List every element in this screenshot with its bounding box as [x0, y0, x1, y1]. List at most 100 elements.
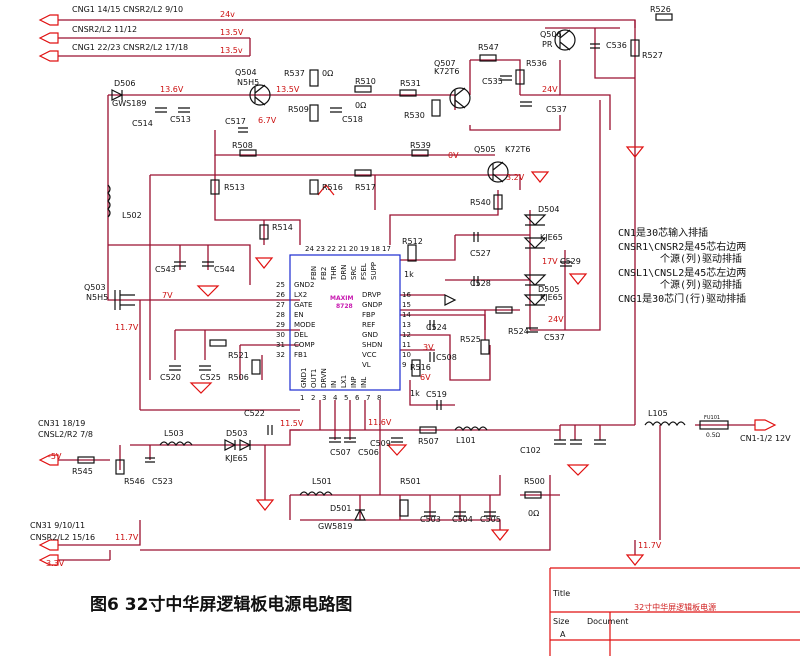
ic-pin-num: 15 [402, 301, 411, 309]
ic-pin-num: 2 [311, 394, 315, 402]
component-label: GW5819 [318, 522, 352, 531]
component-label: C536 [606, 41, 627, 50]
ic-pin-num: 30 [276, 331, 285, 339]
capacitor-icon [429, 320, 435, 330]
capacitor-icon [429, 352, 435, 362]
transistors [114, 29, 576, 310]
component-label: R530 [404, 111, 425, 120]
ic-pin-drvp: DRVP [362, 291, 381, 299]
ic-pin-in: IN [330, 381, 338, 388]
component-label: C535 [482, 77, 503, 86]
component-label: 1k [410, 389, 420, 398]
component-label: R524 [508, 327, 529, 336]
component-label: D504 [538, 205, 559, 214]
component-label: R547 [478, 43, 499, 52]
capacitors [145, 43, 606, 517]
voltage-label: 24V [542, 85, 558, 94]
resistor-icon [77, 456, 95, 464]
component-label: C508 [436, 353, 457, 362]
diode-icon [224, 439, 237, 451]
component-label: R512 [402, 237, 423, 246]
component-label: R509 [288, 105, 309, 114]
note-line: 个源(列)驱动排插 [660, 278, 742, 291]
ic-pin-num: 9 [402, 361, 406, 369]
ic-pin-gate: GATE [294, 301, 312, 309]
fuse-icon [699, 420, 729, 430]
capacitor-icon [329, 437, 341, 443]
voltage-label: 7V [162, 291, 173, 300]
ic-pin-num: 7 [366, 394, 370, 402]
inductor-icon [107, 184, 111, 218]
ic-left-pin-numbers: 25 26 27 28 29 30 31 32 [276, 281, 285, 359]
capacitor-icon [454, 511, 466, 517]
component-label: GWS189 [112, 99, 146, 108]
ic-pin-comp: COMP [294, 341, 315, 349]
component-label: R546 [124, 477, 145, 486]
component-label: L105 [648, 409, 668, 418]
component-label: D506 [114, 79, 135, 88]
ic-pin-gnd: GND [362, 331, 378, 339]
component-label: D505 [538, 285, 559, 294]
ic-pin-num: 31 [276, 341, 285, 349]
component-label: L503 [164, 429, 184, 438]
voltage-label: 6V [420, 373, 431, 382]
ic-pin-num: 17 [382, 245, 391, 253]
resistors [77, 13, 673, 517]
voltage-label: 13.5V [276, 85, 300, 94]
ic-pin-gndp: GNDP [362, 301, 382, 309]
component-label: Q503 [84, 283, 106, 292]
diode-icon [523, 214, 547, 226]
ic-pin-lx2: LX2 [294, 291, 307, 299]
component-label: R545 [72, 467, 93, 476]
ic-pin-thr: THR [330, 265, 338, 281]
resistor-icon [515, 69, 525, 85]
voltage-label: 17V [542, 257, 558, 266]
capacitor-icon [145, 457, 155, 463]
ground-icon [317, 184, 335, 196]
voltage-label: 0V [448, 151, 459, 160]
voltage-label: 3.2V [506, 173, 525, 182]
component-labels: R526 R527 C536 Q506 PR R547 Q507 K72T6 R… [72, 5, 721, 531]
voltage-label: 13.6V [160, 85, 184, 94]
component-label: D503 [226, 429, 247, 438]
connector-arrow-icon [754, 419, 777, 431]
ic-pin-src: SRC [350, 266, 358, 280]
ic-pin-gnd2: GND2 [294, 281, 315, 289]
voltage-label: 24V [548, 315, 564, 324]
component-label: R516 [410, 363, 431, 372]
component-label: C514 [132, 119, 153, 128]
ic-pin-num: 4 [333, 394, 338, 402]
resistor-icon [259, 224, 269, 240]
capacitor-icon [178, 107, 190, 113]
voltage-label: 11.7V [638, 541, 662, 550]
resistor-icon [407, 244, 417, 262]
ic-pin-fb2: FB2 [320, 267, 328, 280]
resistor-icon [354, 85, 372, 93]
component-label: PR [542, 40, 553, 49]
resistor-icon [354, 169, 372, 177]
ic-pin-num: 16 [402, 291, 411, 299]
ic-bottom-pin-numbers: 1 2 3 4 5 6 7 8 [300, 394, 381, 402]
component-label: R521 [228, 351, 249, 360]
component-label: N5H5 [86, 293, 108, 302]
component-label: D501 [330, 504, 351, 513]
ic-pin-num: 13 [402, 321, 411, 329]
capacitor-icon [473, 232, 479, 242]
resistor-icon [630, 39, 640, 57]
capacitor-icon [174, 261, 186, 267]
component-label: R516 [322, 183, 343, 192]
inductor-icon [159, 441, 193, 447]
voltage-label: 13.5V [220, 28, 244, 37]
transistor-q505 [487, 161, 509, 183]
ic-pin-vcc: VCC [362, 351, 377, 359]
voltage-label: 11.6V [368, 418, 392, 427]
ic-pin-num: 19 [360, 245, 369, 253]
component-label: R513 [224, 183, 245, 192]
ground-icon [566, 464, 590, 476]
ic-pin-num: 6 [355, 394, 360, 402]
ic-pin-num: 1 [300, 394, 304, 402]
capacitor-icon [330, 107, 342, 113]
ic-pin-gnd1: GND1 [300, 367, 308, 388]
resistor-icon [419, 426, 437, 434]
component-label: C537 [544, 333, 565, 342]
